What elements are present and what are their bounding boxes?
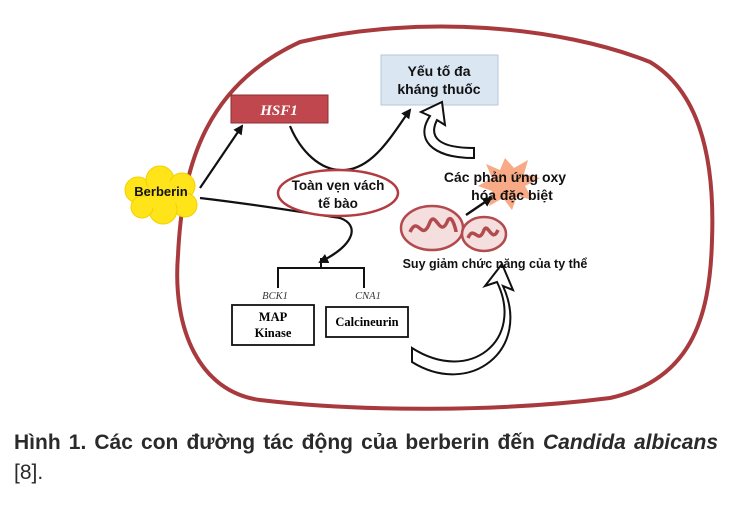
curved-arrow-to-resistance: [418, 100, 475, 160]
bck1-label: BCK1: [262, 291, 288, 302]
caption-species-name: albicans: [633, 431, 718, 454]
berberin-label: Berberin: [134, 184, 188, 199]
pathway-bracket: [277, 258, 365, 288]
map-kinase-line1: MAP: [259, 310, 288, 324]
arrow-berberin-wall: [199, 196, 353, 263]
figure-caption: Hình 1. Các con đường tác động của berbe…: [14, 428, 718, 488]
map-kinase-box: [231, 304, 315, 346]
map-kinase-line2: Kinase: [255, 326, 292, 340]
reactive-oxygen-burst-icon: [478, 158, 540, 210]
caption-reference: [8].: [14, 461, 44, 484]
oxidative-line2: hóa đặc biệt: [471, 187, 553, 203]
arrow-mitochondria-oxidative: [465, 196, 493, 217]
multidrug-resistance-line1: Yếu tố đa: [407, 63, 470, 79]
caption-text: Hình 1. Các con đường tác động của berbe…: [14, 431, 543, 454]
calcineurin-box: [325, 306, 409, 338]
cell-wall-ellipse: [276, 168, 400, 218]
mitochondria-icon: [399, 204, 508, 253]
calcineurin-label: Calcineurin: [335, 315, 398, 329]
arrow-berberin-hsf1: [199, 124, 244, 189]
oxidative-line1: Các phản ứng oxy: [444, 169, 566, 185]
mitochondria-dysfunction-label: Suy giảm chức năng của ty thể: [403, 257, 588, 271]
cell-wall-line1: Toàn vẹn vách: [292, 178, 385, 193]
cna1-label: CNA1: [355, 291, 381, 302]
curved-arrow-to-mitochondria: [411, 262, 515, 376]
hsf1-label: HSF1: [259, 103, 298, 119]
berberin-molecule: [124, 165, 198, 225]
cell-wall-line2: tế bào: [318, 196, 358, 211]
multidrug-resistance-line2: kháng thuốc: [397, 81, 480, 97]
hsf1-box: [230, 94, 329, 124]
caption-species-genus: Candida: [542, 431, 626, 454]
pathway-diagram: Yếu tố đa kháng thuốc HSF1 Berberin Toàn…: [124, 24, 715, 411]
cell-outline: [175, 24, 715, 411]
